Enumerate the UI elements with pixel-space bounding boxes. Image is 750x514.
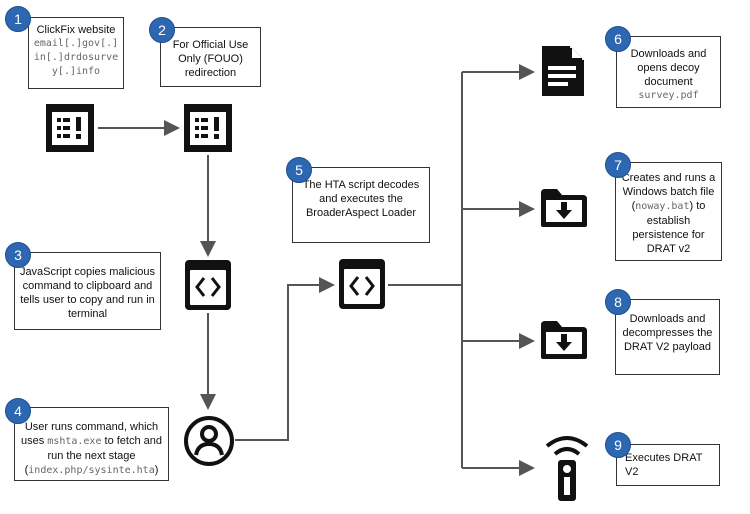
step-4-text-mid: to fetch and run the next stage ( — [24, 435, 163, 476]
code-window-icon — [184, 259, 232, 311]
step-1-badge: 1 — [5, 6, 31, 32]
step-3-text: JavaScript copies malicious command to c… — [19, 266, 156, 320]
step-6-filename: survey.pdf — [638, 90, 699, 101]
step-2-badge: 2 — [149, 17, 175, 43]
step-1-title: ClickFix website — [36, 24, 116, 36]
step-4-text-post: ) — [154, 464, 159, 476]
arrow-4-to-5 — [235, 277, 335, 441]
step-8-text: Downloads and decompresses the DRAT V2 p… — [622, 313, 713, 353]
remote-control-icon — [541, 432, 593, 504]
step-9-text: Executes DRAT V2 — [625, 452, 703, 478]
folder-download-icon — [539, 319, 589, 361]
document-icon — [540, 44, 586, 98]
user-icon — [183, 415, 235, 467]
step-7-text-post: ) to establish persistence for DRAT v2 — [632, 200, 706, 255]
step-4-badge: 4 — [5, 398, 31, 424]
step-6-box: Downloads and opens decoy document surve… — [616, 36, 721, 108]
folder-download-icon — [539, 187, 589, 229]
step-9-box: Executes DRAT V2 — [616, 444, 720, 486]
code-window-icon — [338, 258, 386, 310]
step-3-box: JavaScript copies malicious command to c… — [14, 252, 161, 330]
alert-window-icon — [182, 102, 234, 154]
step-4-box: User runs command, which uses mshta.exe … — [14, 407, 169, 481]
step-7-filename: noway.bat — [635, 201, 690, 212]
step-2-text: For Official Use Only (FOUO) redirection — [172, 39, 249, 79]
step-7-box: Creates and runs a Windows batch file (n… — [615, 162, 722, 261]
step-5-text: The HTA script decodes and executes the … — [302, 179, 420, 219]
step-8-badge: 8 — [605, 289, 631, 315]
step-4-mshta: mshta.exe — [47, 436, 102, 447]
step-1-url: email[.]gov[.]in[.]drdosurvey[.]info — [33, 38, 119, 77]
step-7-badge: 7 — [605, 152, 631, 178]
step-7-text-pre: Creates and runs a Windows batch file ( — [621, 172, 716, 212]
step-4-text-pre: User runs command, which uses — [20, 421, 159, 447]
step-6-badge: 6 — [605, 26, 631, 52]
step-9-badge: 9 — [605, 432, 631, 458]
step-1-box: ClickFix website email[.]gov[.]in[.]drdo… — [28, 17, 124, 89]
step-4-hta-path: index.php/sysinte.hta — [28, 465, 155, 476]
step-8-box: Downloads and decompresses the DRAT V2 p… — [615, 299, 720, 375]
step-5-badge: 5 — [286, 157, 312, 183]
step-5-box: The HTA script decodes and executes the … — [292, 167, 430, 243]
step-2-box: For Official Use Only (FOUO) redirection — [160, 27, 261, 87]
alert-window-icon — [44, 102, 96, 154]
step-6-text: Downloads and opens decoy document — [630, 48, 707, 88]
step-3-badge: 3 — [5, 242, 31, 268]
